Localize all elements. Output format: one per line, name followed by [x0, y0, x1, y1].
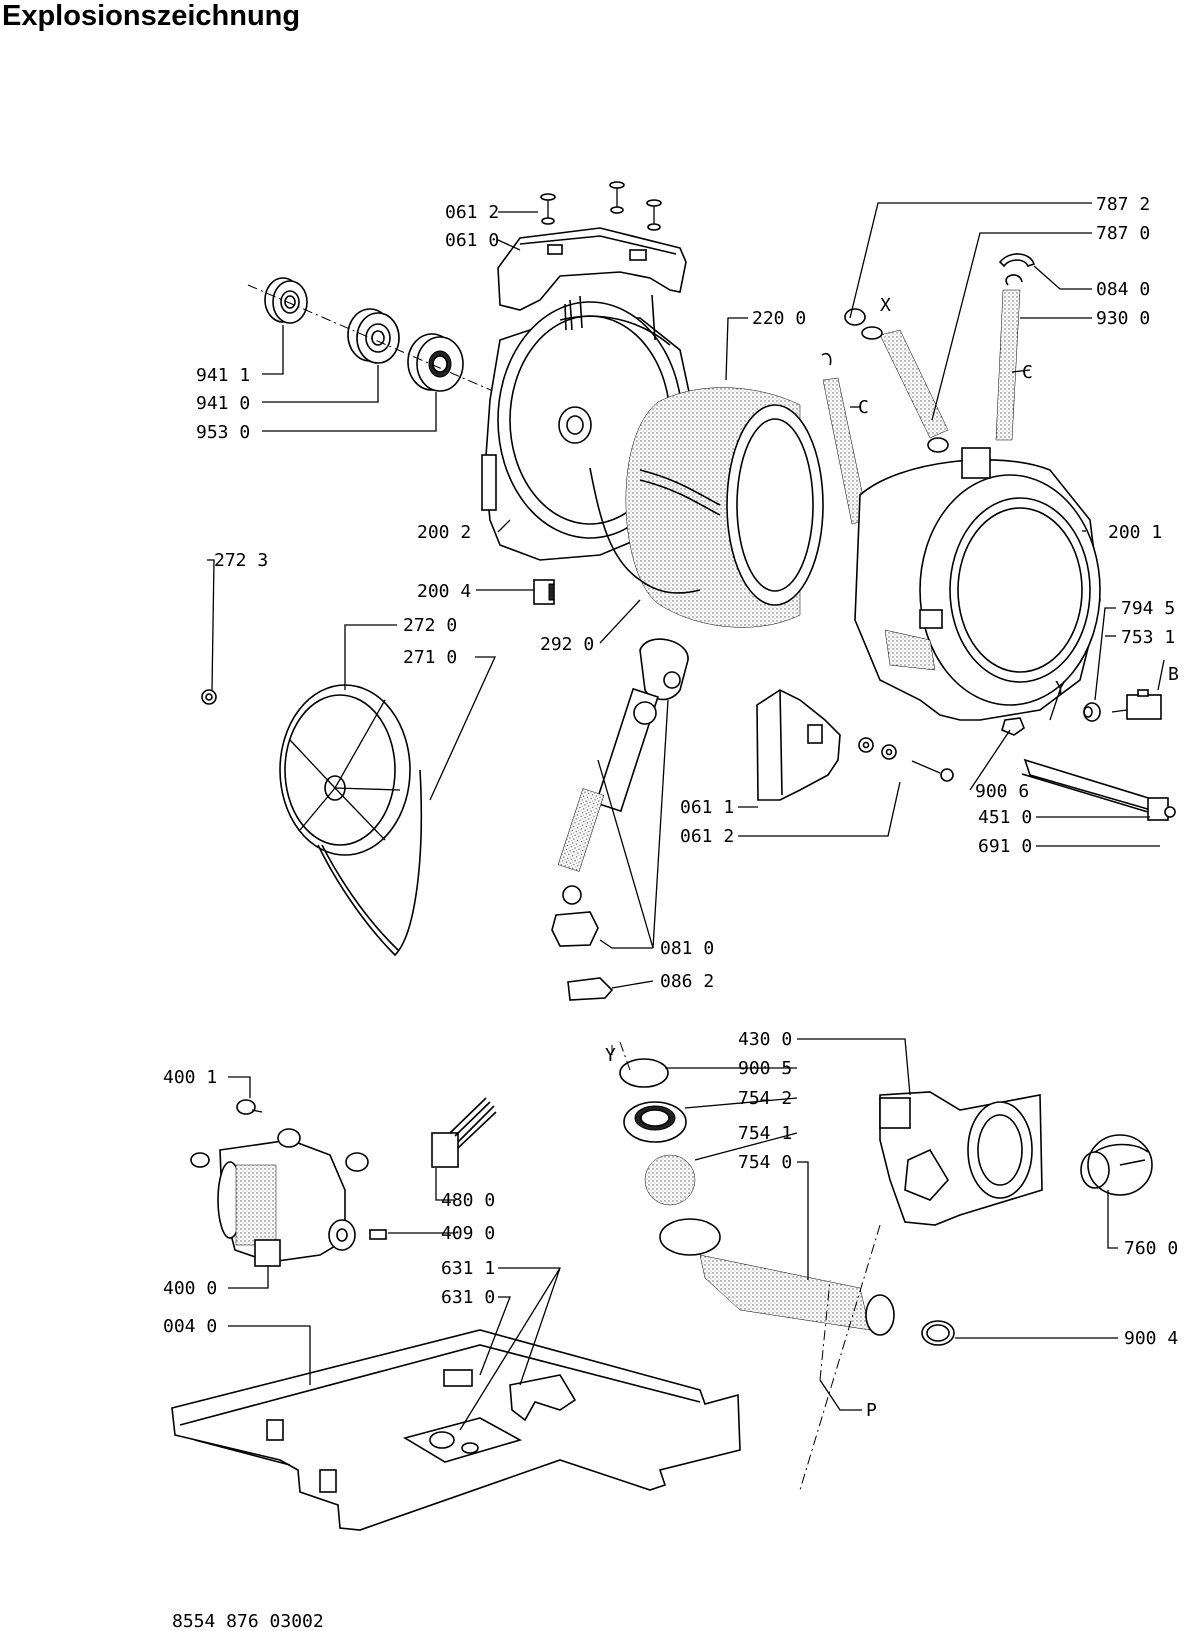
- drawing-number: 8554 876 03002: [172, 1611, 324, 1631]
- clamp-9004: [921, 1320, 955, 1346]
- drum-2200: [625, 387, 824, 628]
- label-7540: 754 0: [738, 1152, 792, 1173]
- connector-4800: [431, 1097, 497, 1168]
- label-2710: 271 0: [403, 647, 457, 668]
- label-4800: 480 0: [441, 1190, 495, 1211]
- label-4300: 430 0: [738, 1029, 792, 1050]
- label-c-right: C: [1022, 362, 1033, 383]
- label-0040: 004 0: [163, 1316, 217, 1337]
- label-y-top: Y: [1055, 678, 1066, 699]
- clamp-9005: [619, 1058, 669, 1088]
- label-0612-bottom: 061 2: [680, 826, 734, 847]
- rail-2920: [589, 467, 701, 594]
- label-0610: 061 0: [445, 230, 499, 251]
- label-b: B: [1168, 664, 1179, 685]
- shock-absorber-0810: [551, 638, 689, 947]
- screw-4001: [236, 1099, 263, 1115]
- clip-0840: [998, 253, 1036, 268]
- label-7870: 787 0: [1096, 223, 1150, 244]
- label-0810: 081 0: [660, 938, 714, 959]
- label-7531: 753 1: [1121, 627, 1175, 648]
- bracket-0611: [756, 689, 841, 801]
- seal-7542: [623, 1101, 687, 1143]
- counterweight-0610: [497, 227, 687, 311]
- page-title: Explosionszeichnung: [2, 0, 301, 32]
- filter-7600: [1080, 1134, 1153, 1196]
- label-2200: 220 0: [752, 308, 806, 329]
- part-labels: 061 2 061 0 941 1 941 0 953 0 220 0 787 …: [163, 194, 1179, 1631]
- label-2002: 200 2: [417, 522, 471, 543]
- label-0862: 086 2: [660, 971, 714, 992]
- pulley-2720: [279, 684, 411, 856]
- bearing-9411: [264, 277, 308, 324]
- washers-screw-0612: [858, 737, 954, 782]
- ball-7541: [644, 1154, 696, 1206]
- nut-2723: [201, 689, 217, 705]
- clip-0862: [567, 977, 614, 1001]
- label-4001: 400 1: [163, 1067, 217, 1088]
- seal-9530: [407, 333, 464, 392]
- drain-hose-7540: [659, 1218, 895, 1336]
- label-2004: 200 4: [417, 581, 471, 602]
- label-x: X: [880, 295, 891, 316]
- label-6910: 691 0: [978, 836, 1032, 857]
- label-4000: 400 0: [163, 1278, 217, 1299]
- label-2720: 272 0: [403, 615, 457, 636]
- base-plate-0040: [171, 1329, 741, 1531]
- label-9300: 930 0: [1096, 308, 1150, 329]
- label-2001: 200 1: [1108, 522, 1162, 543]
- label-9004: 900 4: [1124, 1328, 1178, 1349]
- hose-7870: [844, 308, 949, 453]
- grommet-7945: [1083, 702, 1101, 722]
- bolt-0612-top: [540, 181, 662, 231]
- label-9006: 900 6: [975, 781, 1029, 802]
- clip-9006: [1001, 717, 1025, 736]
- label-7541: 754 1: [738, 1123, 792, 1144]
- label-9530: 953 0: [196, 422, 250, 443]
- label-4090: 409 0: [441, 1223, 495, 1244]
- heater-4510: [1021, 758, 1176, 821]
- label-4510: 451 0: [978, 807, 1032, 828]
- leader-lines: [207, 202, 1160, 1491]
- label-7945: 794 5: [1121, 598, 1175, 619]
- label-6311: 631 1: [441, 1258, 495, 1279]
- label-7872: 787 2: [1096, 194, 1150, 215]
- belt-2710: [317, 769, 423, 957]
- label-0840: 084 0: [1096, 279, 1150, 300]
- thermostat-b: [1111, 659, 1165, 720]
- brush-4090: [369, 1229, 387, 1240]
- label-y-bottom: Y: [605, 1045, 616, 1066]
- label-p: P: [866, 1400, 877, 1421]
- label-7542: 754 2: [738, 1088, 792, 1109]
- label-9005: 900 5: [738, 1058, 792, 1079]
- spring-c-right: [995, 274, 1023, 441]
- label-2723: 272 3: [214, 550, 268, 571]
- label-7600: 760 0: [1124, 1238, 1178, 1259]
- front-tub-2001: [854, 447, 1101, 721]
- clip-2004: [533, 579, 555, 605]
- label-0612-top: 061 2: [445, 202, 499, 223]
- motor-4000: [190, 1128, 369, 1267]
- label-0611: 061 1: [680, 797, 734, 818]
- drain-pump-4300: [879, 1091, 1043, 1226]
- label-2920: 292 0: [540, 634, 594, 655]
- label-6310: 631 0: [441, 1287, 495, 1308]
- label-9411: 941 1: [196, 365, 250, 386]
- label-9410: 941 0: [196, 393, 250, 414]
- label-c-left: C: [858, 397, 869, 418]
- bearing-9410: [347, 308, 400, 364]
